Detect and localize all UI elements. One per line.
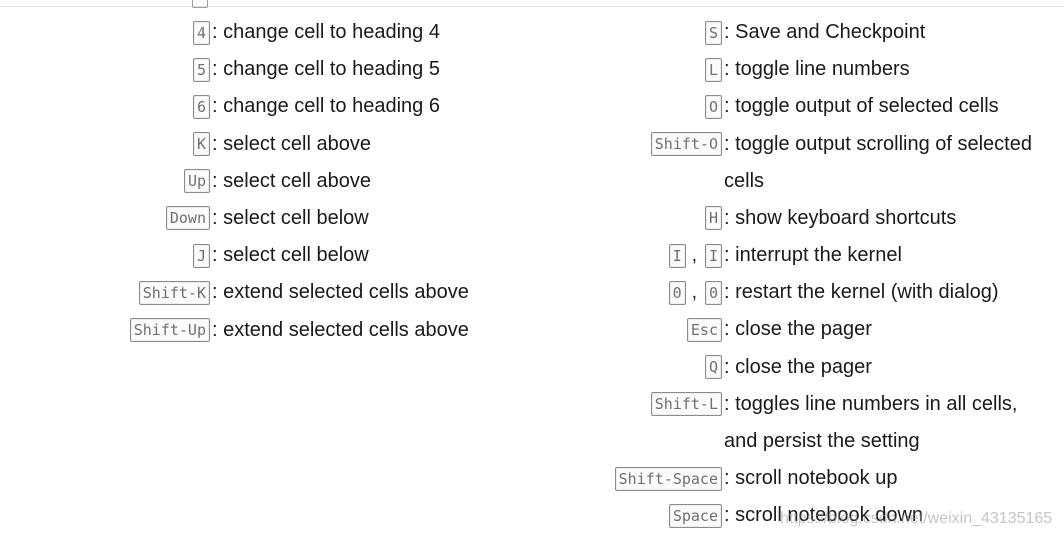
- shortcut-desc: : toggles line numbers in all cells, and…: [724, 392, 1018, 452]
- top-divider: [0, 6, 1064, 7]
- shortcut-row: Shift-K : extend selected cells above: [0, 274, 520, 311]
- shortcut-row: Up : select cell above: [0, 163, 520, 200]
- key-shift-o: Shift-O: [650, 132, 722, 157]
- shortcut-desc: : select cell below: [212, 206, 369, 229]
- shortcut-desc: : close the pager: [724, 318, 872, 341]
- shortcut-desc: : select cell above: [212, 169, 371, 192]
- shortcut-row: 4 : change cell to heading 4: [0, 14, 520, 51]
- key-separator: ,: [691, 281, 697, 303]
- shortcut-row: Shift-L : toggles line numbers in all ce…: [540, 386, 1064, 460]
- shortcut-desc: : select cell above: [212, 132, 371, 155]
- key-space: Space: [668, 503, 722, 528]
- shortcut-desc: : extend selected cells above: [212, 318, 469, 341]
- key-q: Q: [704, 355, 722, 380]
- shortcut-list-right: S : Save and Checkpoint L : toggle line …: [540, 14, 1064, 534]
- shortcut-row: K : select cell above: [0, 126, 520, 163]
- shortcut-desc: : toggle output scrolling of selected ce…: [724, 132, 1032, 192]
- key-up: Up: [183, 169, 210, 194]
- shortcut-row: 5 : change cell to heading 5: [0, 51, 520, 88]
- shortcut-row: Esc : close the pager: [540, 311, 1064, 348]
- shortcut-desc: : extend selected cells above: [212, 281, 469, 304]
- cut-off-key: [192, 0, 208, 8]
- key-h: H: [704, 206, 722, 231]
- shortcut-row: Shift-Up : extend selected cells above: [0, 312, 520, 349]
- shortcut-row: 6 : change cell to heading 6: [0, 88, 520, 125]
- key-shift-l: Shift-L: [650, 392, 722, 417]
- key-o: O: [704, 94, 722, 119]
- watermark-text: https://blog.csdn.net/weixin_43135165: [780, 510, 1053, 527]
- key-5: 5: [192, 57, 210, 82]
- shortcut-list-left: 4 : change cell to heading 4 5 : change …: [0, 14, 520, 349]
- key-shift-up: Shift-Up: [129, 318, 210, 342]
- key-esc: Esc: [686, 317, 722, 342]
- shortcut-desc: : change cell to heading 4: [212, 21, 440, 43]
- shortcut-desc: : toggle line numbers: [724, 58, 910, 81]
- shortcut-row: Down : select cell below: [0, 200, 520, 237]
- shortcut-desc: : restart the kernel (with dialog): [724, 281, 999, 304]
- shortcut-row: H : show keyboard shortcuts: [540, 200, 1064, 237]
- shortcut-row: Q : close the pager: [540, 349, 1064, 386]
- shortcut-row: L : toggle line numbers: [540, 51, 1064, 88]
- key-shift-space: Shift-Space: [614, 466, 722, 491]
- key-i: I: [668, 243, 686, 268]
- shortcut-desc: : Save and Checkpoint: [724, 21, 926, 43]
- key-4: 4: [192, 20, 210, 45]
- key-shift-k: Shift-K: [138, 280, 210, 305]
- key-0: 0: [668, 280, 686, 305]
- shortcut-row: Shift-Space : scroll notebook up: [540, 460, 1064, 497]
- shortcut-desc: : change cell to heading 5: [212, 58, 440, 81]
- shortcut-desc: : select cell below: [212, 244, 369, 267]
- key-k: K: [192, 132, 210, 157]
- shortcut-row: S : Save and Checkpoint: [540, 14, 1064, 51]
- shortcut-desc: : close the pager: [724, 355, 872, 378]
- shortcut-desc: : interrupt the kernel: [724, 244, 902, 267]
- shortcut-row: 0 , 0 : restart the kernel (with dialog): [540, 274, 1064, 311]
- key-6: 6: [192, 94, 210, 119]
- shortcut-desc: : change cell to heading 6: [212, 95, 440, 118]
- key-0: 0: [704, 280, 722, 305]
- shortcut-row: Space : scroll notebook down: [540, 497, 1064, 534]
- key-j: J: [192, 243, 210, 268]
- shortcut-row: I , I : interrupt the kernel: [540, 237, 1064, 274]
- shortcut-row: Shift-O : toggle output scrolling of sel…: [540, 126, 1064, 200]
- key-l: L: [704, 57, 722, 82]
- shortcut-desc: : scroll notebook up: [724, 467, 898, 490]
- key-i: I: [704, 243, 722, 268]
- key-s: S: [704, 20, 722, 45]
- key-down: Down: [165, 206, 210, 231]
- shortcut-desc: : toggle output of selected cells: [724, 95, 999, 118]
- shortcut-row: J : select cell below: [0, 237, 520, 274]
- shortcut-desc: : scroll notebook down: [724, 504, 924, 527]
- shortcut-desc: : show keyboard shortcuts: [724, 206, 957, 229]
- key-separator: ,: [691, 244, 697, 266]
- shortcut-row: O : toggle output of selected cells: [540, 88, 1064, 125]
